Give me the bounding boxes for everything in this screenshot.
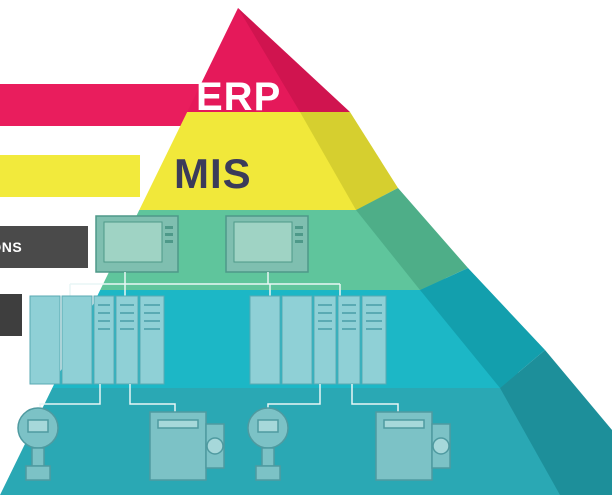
level-banner-mis: IT — [0, 155, 140, 197]
level-banner-erp: IS — [0, 84, 210, 126]
pyramid-side-face — [238, 8, 612, 495]
banner-text: IONS — [0, 239, 23, 255]
network-lines — [69, 272, 341, 296]
level-banner-operations: IONS — [0, 226, 88, 268]
level-banner-control — [0, 294, 22, 336]
pyramid-level-label-erp: ERP — [196, 75, 282, 119]
servo-motor-icon — [375, 411, 451, 481]
pressure-transmitter-icon — [17, 407, 59, 481]
plc-detail-lines — [98, 304, 382, 330]
hmi-panel-icon — [225, 215, 309, 273]
pyramid-level-label-mis: MIS — [174, 150, 252, 197]
pressure-transmitter-icon — [247, 407, 289, 481]
plc-rack-icon — [249, 295, 387, 385]
servo-motor-icon — [149, 411, 225, 481]
hmi-panel-icon — [95, 215, 179, 273]
pyramid-band-mis — [0, 112, 612, 210]
plc-rack-icon — [29, 295, 165, 385]
pyramid-band-field — [0, 388, 612, 495]
field-lines — [39, 384, 399, 412]
